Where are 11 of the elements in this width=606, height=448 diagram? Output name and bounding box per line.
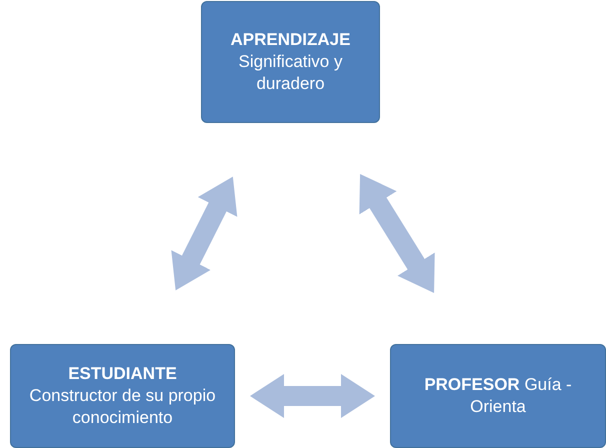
box-heading: APRENDIZAJE (230, 29, 350, 51)
concept-box (201, 1, 380, 123)
concept-box (10, 344, 235, 448)
double-arrow (171, 176, 238, 290)
double-arrow (359, 174, 435, 294)
box-text: Constructor de su propio conocimiento (28, 385, 217, 429)
box-heading: ESTUDIANTE (68, 363, 177, 385)
double-arrow (250, 374, 375, 418)
concept-box (390, 344, 606, 448)
box-text: PROFESOR Guía - Orienta (423, 374, 573, 418)
box-text: Significativo y duradero (238, 51, 344, 95)
